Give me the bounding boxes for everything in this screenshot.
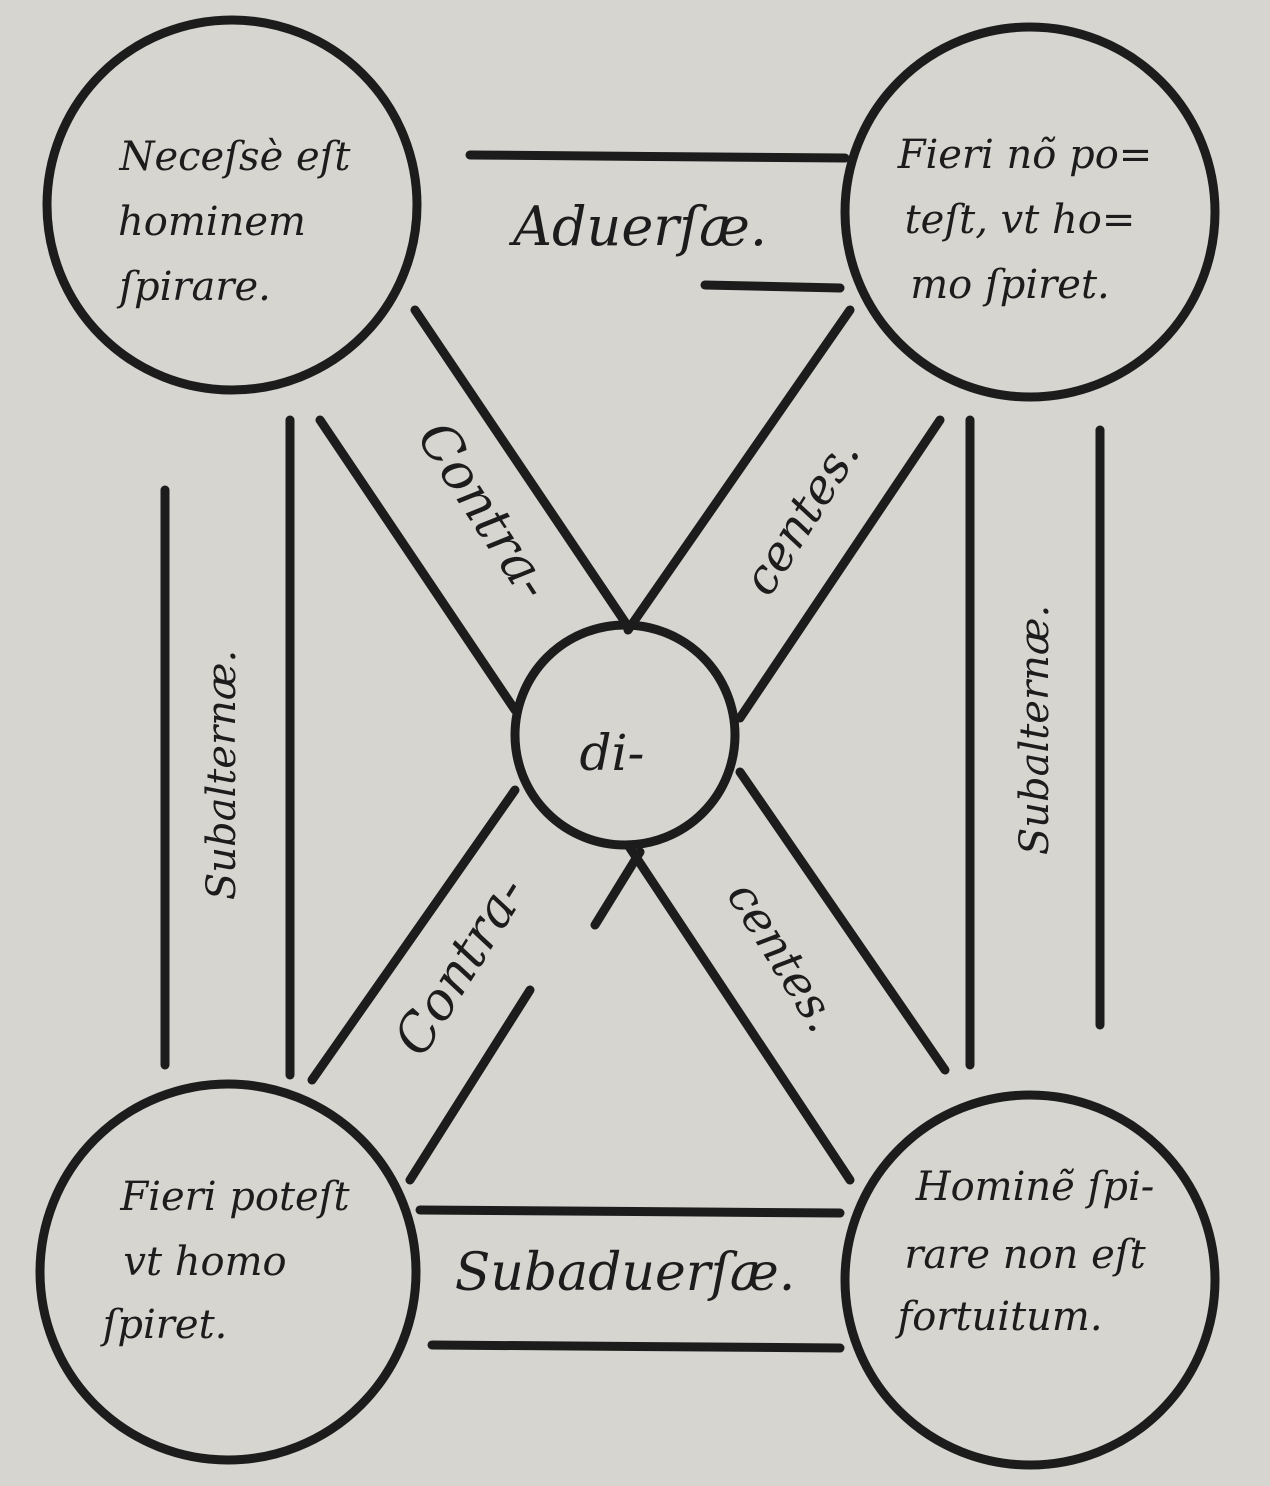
- label-subalternae-left: Subalternæ.: [199, 650, 245, 900]
- circle-top-left-line: ſpirare.: [116, 264, 271, 310]
- label-subaduersae: Subaduerſæ.: [455, 1243, 795, 1303]
- circle-bottom-left-line: Fieri poteſt: [119, 1174, 350, 1220]
- label-subalternae-right: Subalternæ.: [1012, 605, 1058, 855]
- band-bottom-line: [415, 1205, 845, 1218]
- circle-bottom-right-line: rare non eſt: [904, 1232, 1146, 1278]
- circle-top-right-line: teſt, vt ho=: [905, 197, 1136, 243]
- diag-line: [590, 847, 645, 930]
- circle-top-right-line: Fieri nõ po=: [897, 132, 1153, 178]
- label-contra-lower: Contra-: [382, 866, 538, 1066]
- diag-line: [623, 840, 855, 1185]
- diag-line: [623, 305, 855, 635]
- band-top-line: [465, 150, 850, 163]
- circle-bottom-right-line: fortuitum.: [894, 1294, 1102, 1340]
- diag-line: [307, 785, 520, 1085]
- circle-bottom-left: [35, 1079, 421, 1465]
- circle-top-right: [840, 22, 1220, 402]
- label-aduersae: Aduerſæ.: [508, 195, 767, 258]
- circle-bottom-left-line: vt homo: [123, 1239, 286, 1285]
- diag-line: [405, 985, 535, 1185]
- diag-line: [735, 767, 950, 1075]
- circle-top-right-line: mo ſpiret.: [910, 262, 1110, 308]
- circle-top-left-line: Neceſsè eſt: [118, 134, 351, 180]
- circle-bottom-right: [840, 1090, 1220, 1470]
- label-di: di-: [580, 724, 645, 782]
- circle-bottom-right-line: Hominẽ ſpi-: [915, 1164, 1155, 1210]
- diag-line: [735, 415, 945, 723]
- band-bottom-line: [427, 1340, 845, 1353]
- circle-top-left: [42, 15, 422, 395]
- circle-top-left-line: hominem: [118, 199, 306, 245]
- diag-line: [410, 305, 630, 627]
- circle-bottom-left-line: ſpiret.: [100, 1302, 228, 1348]
- band-top-line: [700, 280, 845, 293]
- diag-line: [315, 415, 520, 715]
